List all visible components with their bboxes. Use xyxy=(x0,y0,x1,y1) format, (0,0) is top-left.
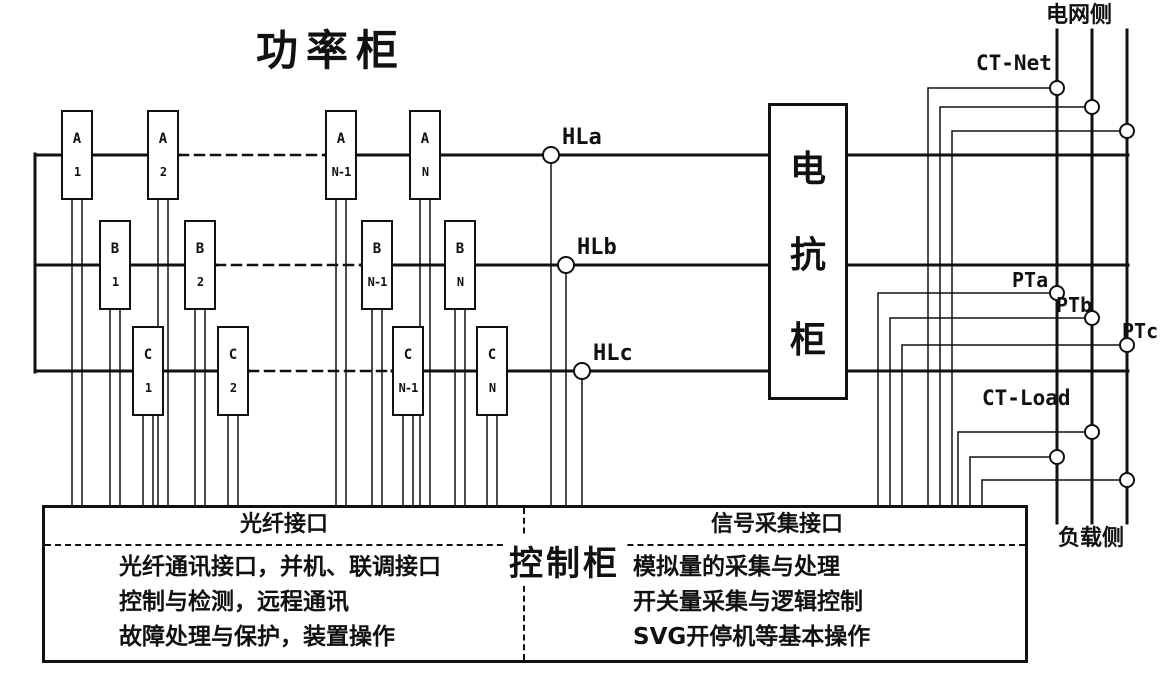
signal-feature-3: SVG开停机等基本操作 xyxy=(633,624,871,650)
module-phase-label: C xyxy=(228,346,238,363)
ptb-circle xyxy=(1084,310,1100,326)
hlc-indicator-circle xyxy=(573,362,591,380)
module-phase-label: B xyxy=(372,240,382,257)
module-number-label: N-1 xyxy=(398,381,419,396)
module-number-label: 1 xyxy=(111,275,119,290)
module-phase-label: C xyxy=(143,346,153,363)
module-number-label: N xyxy=(456,275,464,290)
reactor-cabinet: 电 抗 柜 xyxy=(768,103,848,400)
module-phase-label: A xyxy=(72,130,82,147)
ct-net-circle-1 xyxy=(1049,80,1065,96)
control-cabinet: 光纤接口 信号采集接口 控制柜 光纤通讯接口，并机、联调接口 控制与检测，远程通… xyxy=(42,505,1028,663)
fiber-feature-2: 控制与检测，远程通讯 xyxy=(119,589,349,615)
power-module-c2: C 2 xyxy=(217,326,249,416)
hlc-label: HLc xyxy=(593,341,633,366)
power-module-c-n: C N xyxy=(476,326,508,416)
power-module-a-n1: A N-1 xyxy=(325,110,357,200)
power-module-b1: B 1 xyxy=(99,220,131,310)
power-cabinet-title: 功率柜 xyxy=(256,26,407,75)
signal-feature-1: 模拟量的采集与处理 xyxy=(633,554,840,580)
pta-circle xyxy=(1049,285,1065,301)
module-number-label: N xyxy=(421,165,429,180)
module-phase-label: B xyxy=(455,240,465,257)
hlb-label: HLb xyxy=(577,235,617,260)
bus-continuation-dashes xyxy=(177,153,394,373)
hla-label: HLa xyxy=(562,125,602,150)
power-module-b-n1: B N-1 xyxy=(361,220,393,310)
module-number-label: 2 xyxy=(159,165,167,180)
ct-load-label: CT-Load xyxy=(982,386,1071,410)
ct-load-circle-1 xyxy=(1084,424,1100,440)
module-phase-label: C xyxy=(403,346,413,363)
ptb-label: PTb xyxy=(1056,293,1093,317)
module-phase-label: A xyxy=(420,130,430,147)
ptc-circle xyxy=(1119,337,1135,353)
module-number-label: 1 xyxy=(144,381,152,396)
reactor-char-3: 柜 xyxy=(789,320,826,362)
module-number-label: N-1 xyxy=(331,165,352,180)
fiber-section-header: 光纤接口 xyxy=(239,512,328,537)
signal-feature-2: 开关量采集与逻辑控制 xyxy=(633,589,863,615)
ct-load-circle-3 xyxy=(1119,472,1135,488)
control-cabinet-title: 控制柜 xyxy=(503,536,626,585)
grid-side-label: 电网侧 xyxy=(1046,3,1113,28)
module-number-label: N-1 xyxy=(367,275,388,290)
power-module-b-n: B N xyxy=(444,220,476,310)
ptc-label: PTc xyxy=(1122,319,1159,343)
module-phase-label: A xyxy=(336,130,346,147)
ct-load-circle-2 xyxy=(1049,449,1065,465)
module-number-label: 2 xyxy=(229,381,237,396)
module-phase-label: C xyxy=(487,346,497,363)
module-phase-label: A xyxy=(158,130,168,147)
signal-section-header: 信号采集接口 xyxy=(710,512,843,537)
ct-net-circle-3 xyxy=(1119,123,1135,139)
module-phase-label: B xyxy=(110,240,120,257)
module-phase-label: B xyxy=(195,240,205,257)
module-number-label: 1 xyxy=(73,165,81,180)
ct-load-wires xyxy=(957,431,1128,506)
hla-indicator-circle xyxy=(542,146,560,164)
ct-net-circle-2 xyxy=(1084,99,1100,115)
pta-label: PTa xyxy=(1012,268,1049,292)
module-number-label: 2 xyxy=(196,275,204,290)
power-module-b2: B 2 xyxy=(184,220,216,310)
hl-sense-lines xyxy=(550,162,583,506)
fiber-feature-1: 光纤通讯接口，并机、联调接口 xyxy=(119,554,441,580)
reactor-char-2: 抗 xyxy=(789,234,826,276)
ct-net-wires xyxy=(927,87,1128,506)
pt-wires xyxy=(877,292,1128,506)
power-module-a1: A 1 xyxy=(61,110,93,200)
load-side-label: 负载侧 xyxy=(1058,526,1125,551)
hlb-indicator-circle xyxy=(557,256,575,274)
power-module-c-n1: C N-1 xyxy=(392,326,424,416)
reactor-char-1: 电 xyxy=(789,148,826,190)
power-module-c1: C 1 xyxy=(132,326,164,416)
power-module-a-n: A N xyxy=(409,110,441,200)
fiber-feature-3: 故障处理与保护，装置操作 xyxy=(119,624,395,650)
power-module-a2: A 2 xyxy=(147,110,179,200)
ct-net-label: CT-Net xyxy=(976,51,1052,75)
module-number-label: N xyxy=(488,381,496,396)
